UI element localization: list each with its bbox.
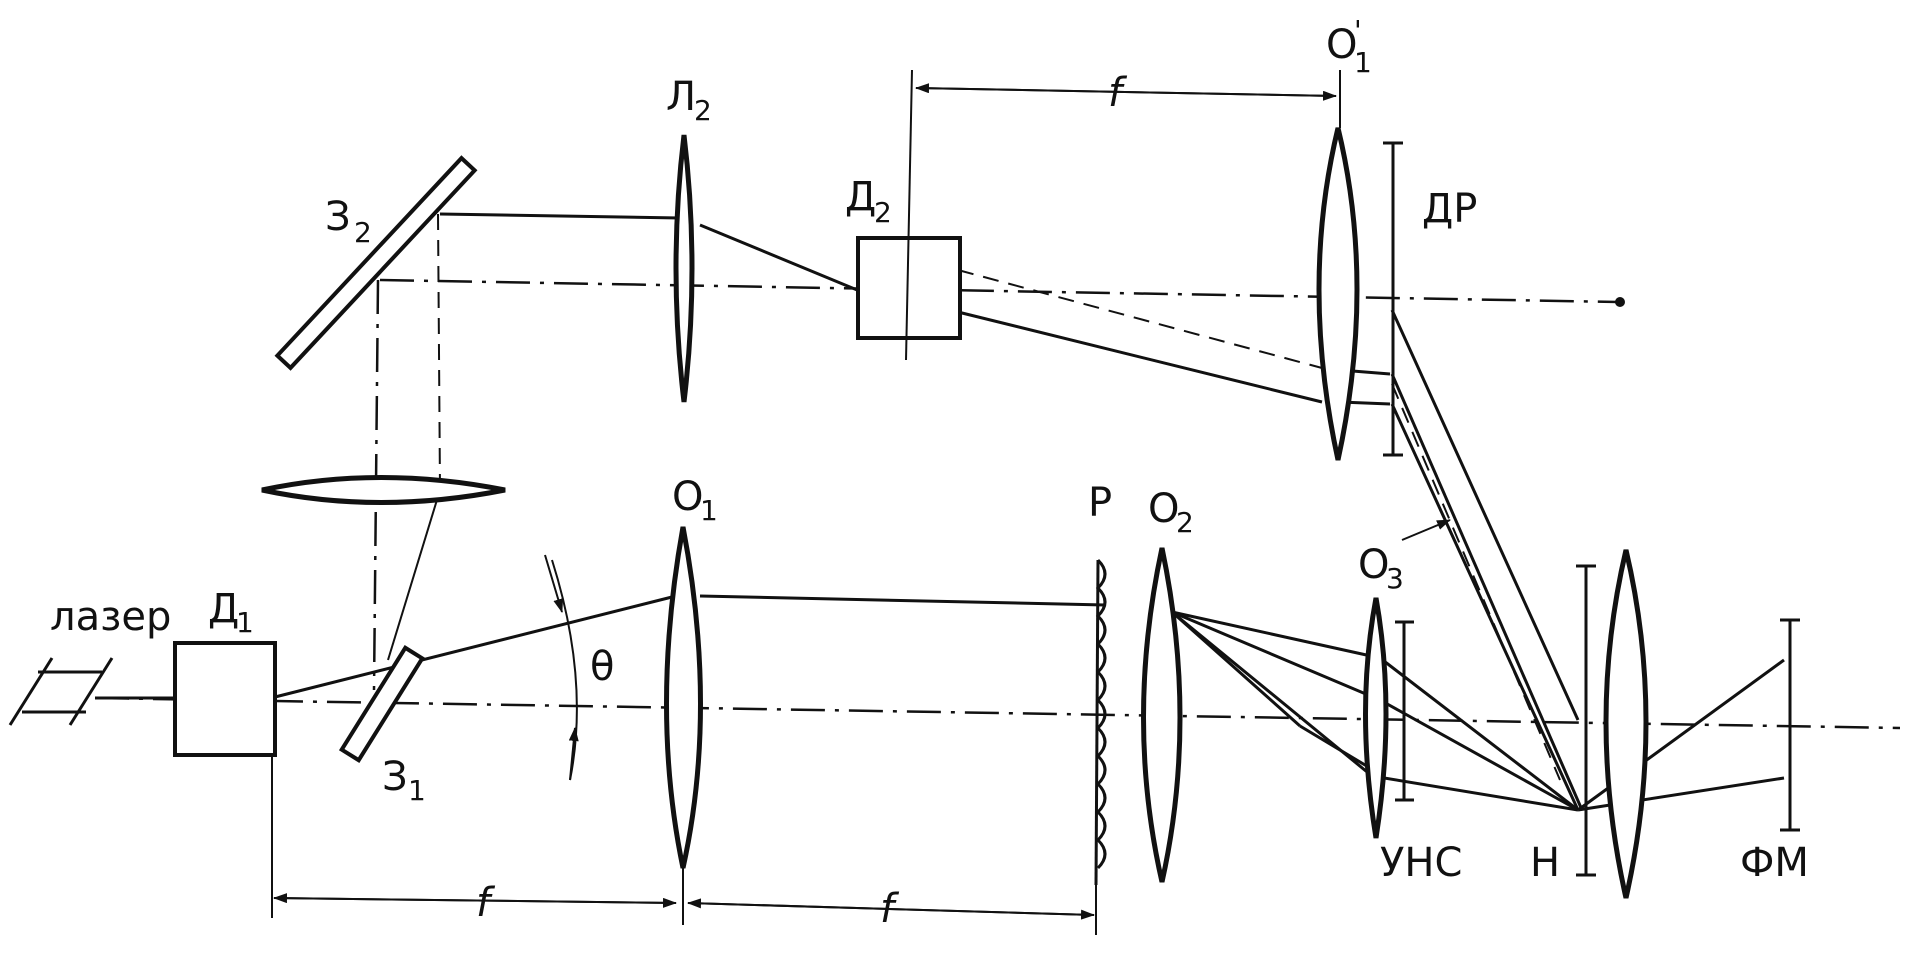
label-d2-sub: 2	[874, 196, 892, 229]
element-fm	[1780, 618, 1800, 832]
label-d1-sub: 1	[236, 606, 254, 639]
dimension-f-bottom-right	[687, 898, 1095, 920]
d2-ray-dashed	[957, 269, 1323, 369]
d2-extension-line	[905, 69, 913, 361]
label-f-top: f	[1108, 70, 1128, 116]
label-d1: Д	[208, 586, 239, 632]
upper-optical-axis	[379, 278, 1619, 304]
label-o1-prime-mark: '	[1354, 14, 1362, 47]
dr-beam-3	[1391, 383, 1561, 781]
label-o1-prime-sub: 1	[1354, 46, 1372, 79]
lens-o1-prime	[1316, 127, 1360, 461]
label-z2-sub: 2	[354, 216, 372, 249]
o2-ray-2	[1171, 610, 1381, 702]
label-l2-sub: 2	[694, 94, 712, 127]
o3-ray-2	[1379, 698, 1579, 812]
lens-l2	[673, 134, 695, 403]
label-o1-sub: 1	[700, 494, 718, 527]
lens-o2	[1141, 547, 1183, 883]
o2-ray-4	[1171, 610, 1301, 728]
label-z1: З	[382, 754, 408, 800]
label-dr: ДР	[1422, 186, 1477, 232]
label-n: Н	[1530, 840, 1560, 886]
upper-axis-endpoint	[1615, 297, 1625, 307]
dr-beam-2	[1390, 373, 1584, 811]
mirror-z1	[338, 645, 426, 763]
reference-beam-upper	[439, 212, 681, 220]
label-laser: лазер	[50, 594, 171, 640]
object-beam-after-o1	[699, 594, 1106, 607]
label-l2: Л	[666, 74, 696, 120]
label-o3-sub: 3	[1386, 562, 1404, 595]
label-z1-sub: 1	[408, 774, 426, 807]
o3-ray-3	[1371, 774, 1579, 812]
horizontal-lens	[261, 475, 506, 505]
object-beam-to-o1	[274, 595, 673, 699]
label-theta: θ	[590, 644, 614, 690]
diaphragm-d1	[173, 641, 277, 757]
element-dr	[1383, 141, 1403, 457]
label-o3: О	[1358, 542, 1389, 588]
label-o2: О	[1148, 486, 1179, 532]
theta-angle-indicator	[544, 554, 579, 781]
label-r: Р	[1088, 480, 1112, 526]
element-unc	[1395, 620, 1414, 802]
label-unc: УНС	[1380, 840, 1462, 886]
dimension-f-top	[915, 83, 1337, 101]
reference-beam-vertical	[437, 213, 441, 491]
label-f-bottom-left: f	[476, 880, 496, 926]
reference-beam-converge	[387, 489, 441, 661]
label-fm: ФМ	[1740, 840, 1809, 886]
d2-ray-solid	[957, 310, 1323, 404]
raster-r	[1094, 558, 1107, 886]
o3-pointer-arrow	[1401, 519, 1451, 541]
mirror-z2	[274, 155, 478, 371]
lens-after-n	[1603, 549, 1649, 899]
laser-icon	[8, 657, 175, 726]
o3-ray-1	[1379, 656, 1579, 812]
o2-ray-1	[1171, 610, 1381, 660]
lens-o1	[664, 526, 703, 869]
label-o1-prime: О	[1326, 22, 1357, 68]
dr-beam-4	[1390, 403, 1580, 811]
label-z2: З	[325, 194, 351, 240]
dr-beam-1	[1390, 309, 1580, 721]
label-o2-sub: 2	[1176, 506, 1194, 539]
dimension-f-bottom-left	[273, 893, 677, 908]
l2-ray-to-d2	[699, 223, 863, 294]
label-d2: Д	[845, 174, 876, 220]
lens-o3	[1363, 597, 1389, 839]
label-o1: О	[672, 474, 703, 520]
element-n	[1576, 564, 1596, 877]
